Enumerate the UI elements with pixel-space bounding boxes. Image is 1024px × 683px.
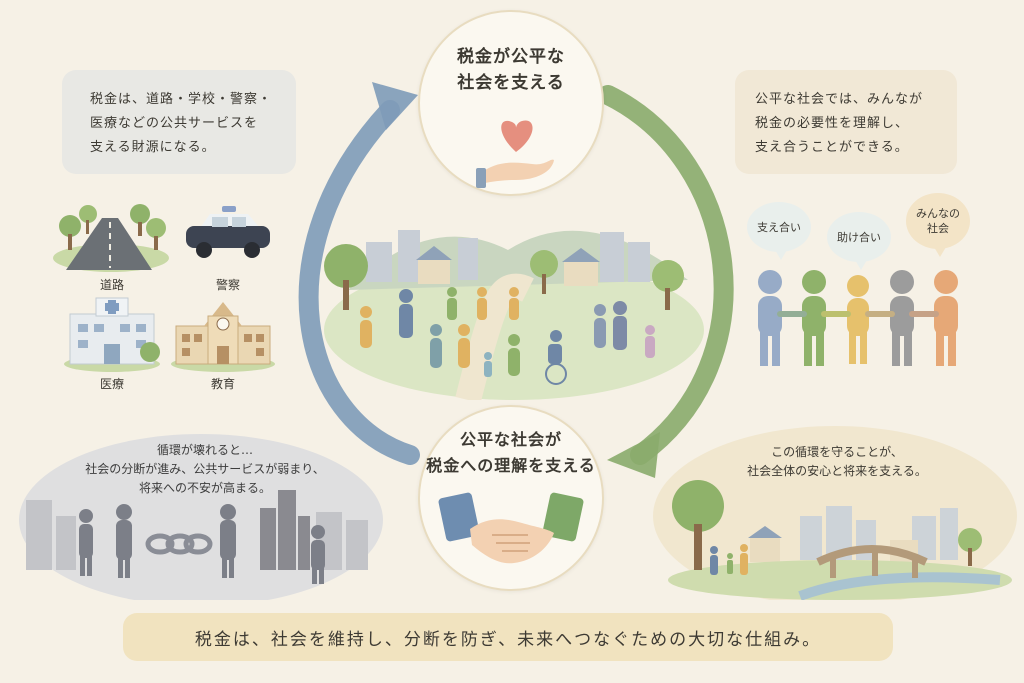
people-group: [360, 287, 655, 385]
right-note-line2: 税金の必要性を理解し、: [755, 116, 910, 131]
left-note-line3: 支える財源になる。: [90, 140, 216, 155]
bottom-circle-line1: 公平な社会が: [459, 430, 562, 449]
protect-cycle-line1: この循環を守ることが、: [771, 445, 903, 459]
bubble-society: みんなの社会: [906, 193, 970, 249]
right-note-line3: 支え合うことができる。: [755, 140, 909, 155]
service-label-road: 道路: [99, 278, 124, 292]
service-label-police: 警察: [215, 278, 240, 292]
hospital-icon: [64, 297, 160, 372]
bottom-circle: 公平な社会が 税金への理解を支える: [418, 405, 604, 591]
bubble-help-tail: [855, 260, 867, 270]
broken-cycle-text: 循環が壊れると… 社会の分断が進み、公共サービスが弱まり、 将来への不安が高まる…: [40, 441, 370, 498]
broken-chain-icon: [145, 533, 213, 555]
service-label-education: 教育: [210, 377, 235, 391]
arrow-right-head: [607, 432, 660, 478]
holding-hands-people: [758, 270, 958, 366]
protect-cycle-line2: 社会全体の安心と将来を支える。: [747, 464, 927, 478]
broken-cycle-line1: 循環が壊れると…: [156, 443, 253, 457]
bubble-support: 支え合い: [747, 202, 811, 252]
arrow-left-blue: [298, 100, 420, 465]
broken-cycle-scene: [19, 434, 383, 600]
arrow-left-head: [372, 82, 418, 130]
top-circle-line1: 税金が公平な: [457, 47, 565, 67]
protect-cycle-text: この循環を守ることが、 社会全体の安心と将来を支える。: [672, 443, 1002, 481]
top-circle-line2: 社会を支える: [457, 73, 565, 93]
handshake-icon: [438, 492, 584, 564]
broken-cycle-line2: 社会の分断が進み、公共サービスが弱まり、: [85, 462, 325, 476]
bubble-help: 助け合い: [827, 212, 891, 262]
broken-cycle-line3: 将来への不安が高まる。: [138, 481, 271, 495]
town-illustration: [324, 230, 704, 400]
left-note-line2: 医療などの公共サービスを: [90, 116, 259, 131]
bubble-society-tail: [934, 247, 946, 257]
bubble-support-tail: [775, 250, 787, 260]
heart-hand-icon: [476, 120, 554, 188]
bottom-circle-line2: 税金への理解を支える: [426, 456, 596, 475]
arrow-right-green: [598, 85, 734, 465]
summary-banner: 税金は、社会を維持し、分断を防ぎ、未来へつなぐための大切な仕組み。: [123, 613, 893, 661]
right-note-line1: 公平な社会では、みんなが: [755, 92, 924, 107]
future-town-scene: [653, 426, 1017, 600]
police-car-icon: [186, 206, 270, 258]
school-icon: [171, 302, 275, 372]
top-circle: 税金が公平な 社会を支える: [418, 10, 604, 196]
left-note-line1: 税金は、道路・学校・警察・: [90, 92, 273, 107]
service-label-medical: 医療: [99, 377, 124, 391]
left-note: 税金は、道路・学校・警察・ 医療などの公共サービスを 支える財源になる。: [62, 70, 296, 174]
road-icon: [53, 204, 169, 272]
right-note: 公平な社会では、みんなが 税金の必要性を理解し、 支え合うことができる。: [735, 70, 957, 174]
